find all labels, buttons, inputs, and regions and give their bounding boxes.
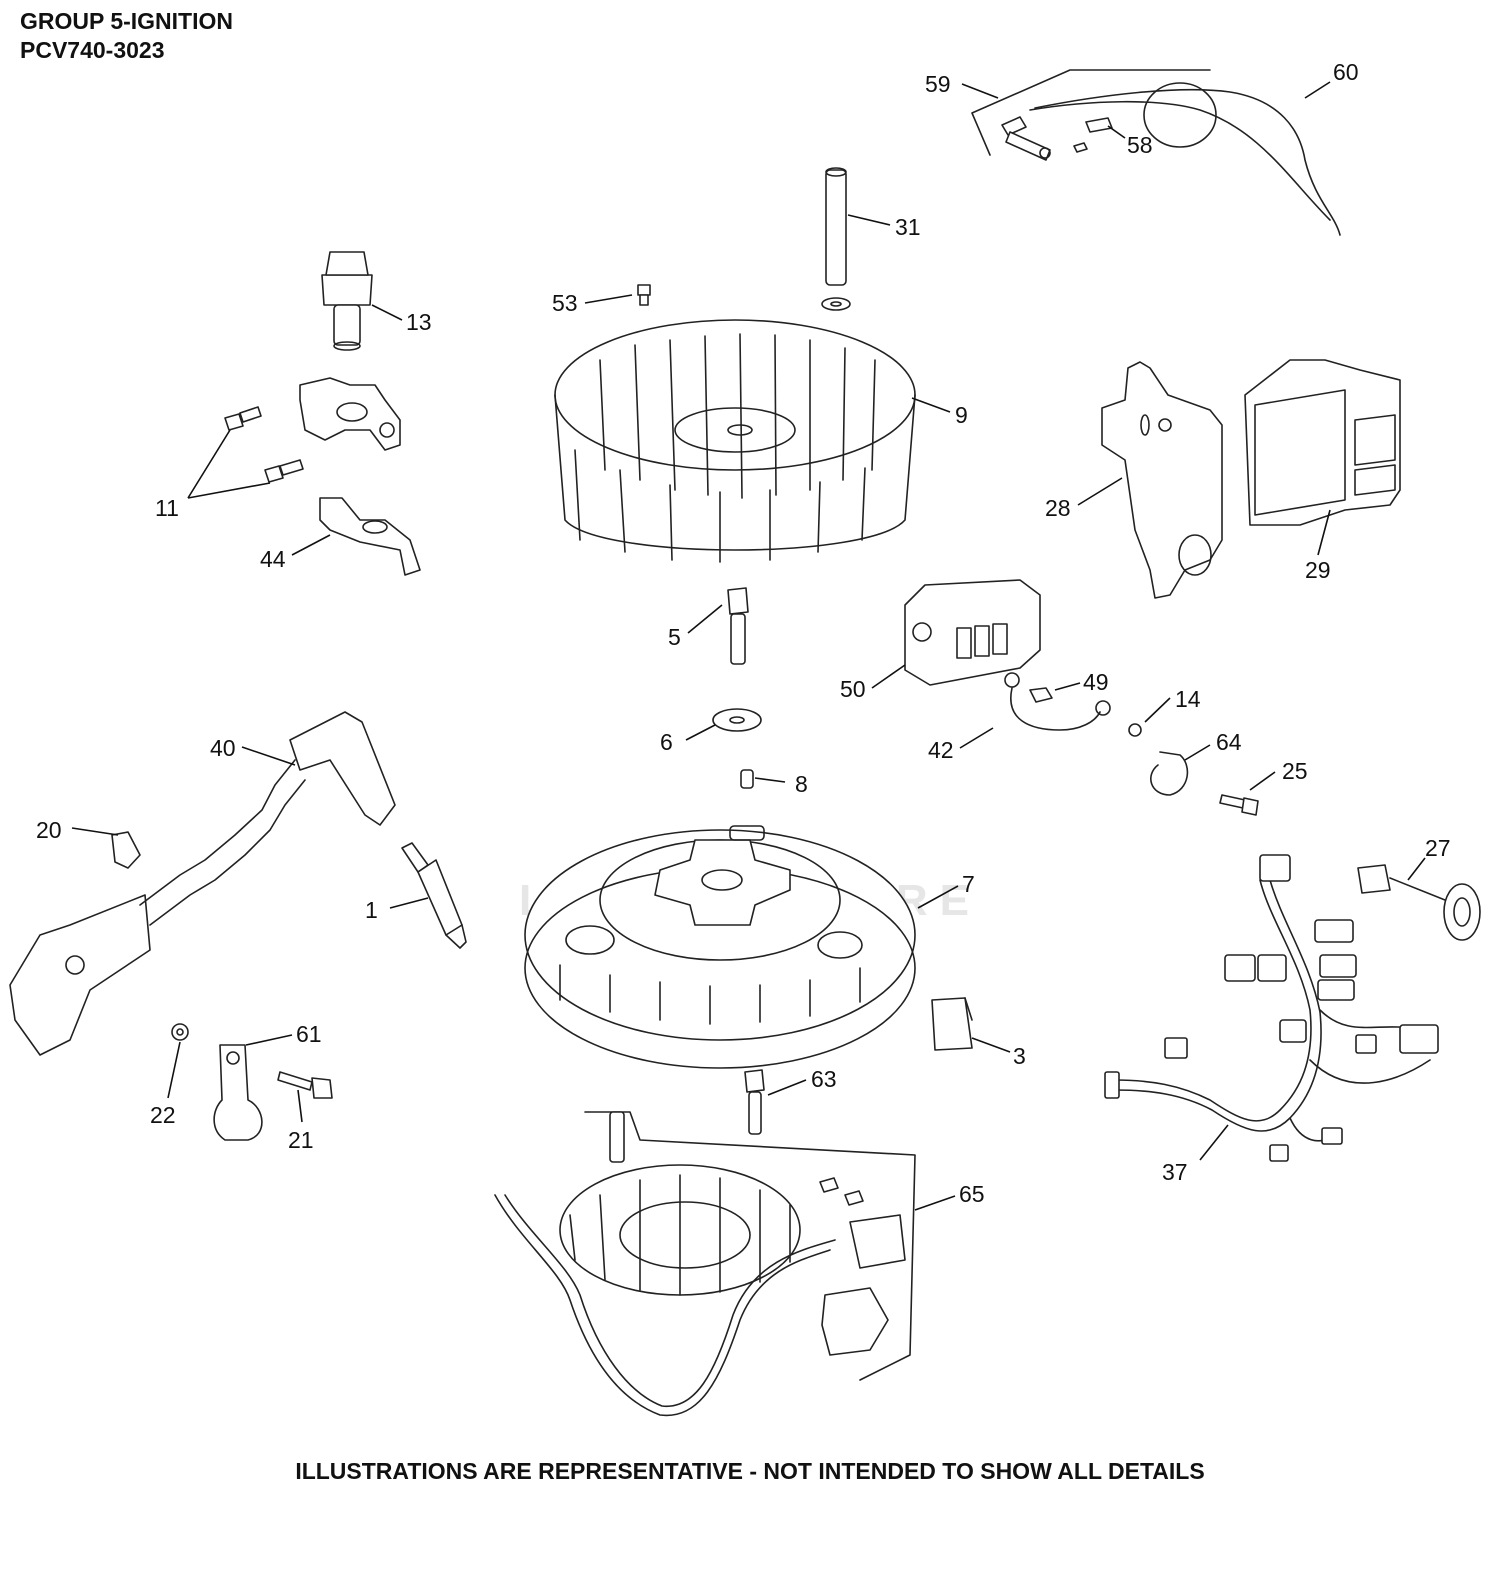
part-44-bracket [319, 497, 421, 576]
part-1-spark-plug [401, 842, 467, 949]
part-21-bolt [277, 1071, 333, 1099]
part-6-washer [712, 708, 762, 732]
part-28-plate [1101, 361, 1223, 599]
callout-64: 64 [1216, 729, 1242, 755]
callout-50: 50 [840, 676, 866, 702]
callout-59: 59 [925, 71, 951, 97]
part-37-harness [1104, 854, 1439, 1162]
callout-5: 5 [668, 624, 681, 650]
part-42-ground-wire [1004, 672, 1111, 731]
part-20-clip [111, 831, 141, 869]
part-22-washer [171, 1023, 189, 1041]
callout-31: 31 [895, 214, 921, 240]
callout-9: 9 [955, 402, 968, 428]
callout-27: 27 [1425, 835, 1451, 861]
callout-28: 28 [1045, 495, 1071, 521]
callout-49: 49 [1083, 669, 1109, 695]
callout-42: 42 [928, 737, 954, 763]
callout-11: 11 [155, 495, 179, 521]
callout-53: 53 [552, 290, 578, 316]
part-27-sensor [1357, 864, 1481, 941]
part-9-fan [554, 319, 916, 563]
callout-3: 3 [1013, 1043, 1026, 1069]
part-wiring-loop [971, 69, 1341, 236]
part-3-connector [931, 997, 973, 1051]
part-11-screws [224, 406, 304, 483]
callout-37: 37 [1162, 1159, 1188, 1185]
part-40-coil [9, 711, 396, 1056]
callout-58: 58 [1127, 132, 1153, 158]
part-61-clamp [213, 1044, 263, 1141]
part-8-key [740, 769, 754, 789]
callout-60: 60 [1333, 59, 1359, 85]
model-number: PCV740-3023 [20, 37, 165, 63]
callout-63: 63 [811, 1066, 837, 1092]
part-64-clip [1150, 751, 1189, 796]
part-5-bolt [727, 587, 749, 665]
callout-25: 25 [1282, 758, 1308, 784]
callout-44: 44 [260, 546, 286, 572]
callout-labels: 59 60 58 31 53 13 9 11 44 28 29 5 50 49 … [36, 59, 1451, 1207]
part-25-bolt [1219, 794, 1259, 816]
callout-13: 13 [406, 309, 432, 335]
part-65-stator [494, 1111, 916, 1417]
callout-40: 40 [210, 735, 236, 761]
part-63-bolt [744, 1069, 765, 1135]
callout-21: 21 [288, 1127, 314, 1153]
callout-8: 8 [795, 771, 808, 797]
part-7-flywheel [524, 825, 916, 1069]
callout-6: 6 [660, 729, 673, 755]
part-31-pin [821, 167, 851, 311]
disclaimer-footer: ILLUSTRATIONS ARE REPRESENTATIVE - NOT I… [295, 1458, 1205, 1484]
callout-29: 29 [1305, 557, 1331, 583]
leader-lines [71, 81, 1426, 1211]
callout-7: 7 [962, 871, 975, 897]
callout-20: 20 [36, 817, 62, 843]
callout-14: 14 [1175, 686, 1201, 712]
part-29-module [1244, 359, 1401, 526]
part-14-washer [1128, 723, 1142, 737]
part-53-screw [637, 284, 651, 306]
part-sensor-bracket [299, 377, 401, 451]
group-title: GROUP 5-IGNITION [20, 8, 233, 34]
callout-61: 61 [296, 1021, 322, 1047]
part-49-nut [1029, 687, 1053, 703]
callout-22: 22 [150, 1102, 176, 1128]
callout-65: 65 [959, 1181, 985, 1207]
callout-1: 1 [365, 897, 378, 923]
part-50-regulator [904, 579, 1041, 686]
part-13-sensor [321, 251, 373, 351]
